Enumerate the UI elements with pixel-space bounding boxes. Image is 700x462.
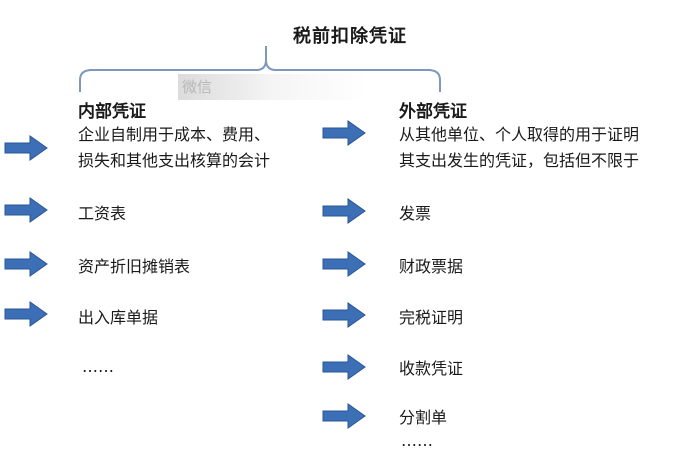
internal-item-payroll: 工资表 [78,204,127,223]
external-item-payment-receipt: 收款凭证 [399,359,464,378]
arrow-right-icon [322,403,366,429]
curly-brace [79,46,441,92]
external-voucher-heading: 外部凭证 [399,102,467,122]
internal-desc-line-2: 损失和其他支出核算的会计 [78,151,271,170]
internal-ellipsis: …… [82,357,114,376]
external-item-invoice: 发票 [399,204,432,223]
arrow-right-icon [322,302,366,328]
arrow-right-icon [4,251,48,277]
arrow-right-icon [322,120,366,146]
internal-item-stock-docs: 出入库单据 [78,308,159,327]
internal-voucher-heading: 内部凭证 [78,102,146,122]
arrow-right-icon [322,251,366,277]
external-ellipsis: …… [401,431,433,450]
internal-item-depreciation: 资产折旧摊销表 [78,257,191,276]
external-item-tax-certificate: 完税证明 [399,308,464,327]
arrow-right-icon [322,198,366,224]
external-desc-line-2: 其支出发生的凭证，包括但不限于 [399,151,640,170]
arrow-right-icon [322,354,366,380]
arrow-right-icon [4,197,48,223]
external-desc-line-1: 从其他单位、个人取得的用于证明 [399,125,640,144]
internal-desc-line-1: 企业自制用于成本、费用、 [78,125,271,144]
watermark: 微信 [178,74,367,100]
arrow-right-icon [4,135,48,161]
external-item-fiscal-receipt: 财政票据 [399,257,464,276]
arrow-right-icon [4,301,48,327]
diagram-title: 税前扣除凭证 [293,26,407,47]
external-item-split-invoice: 分割单 [399,408,448,427]
